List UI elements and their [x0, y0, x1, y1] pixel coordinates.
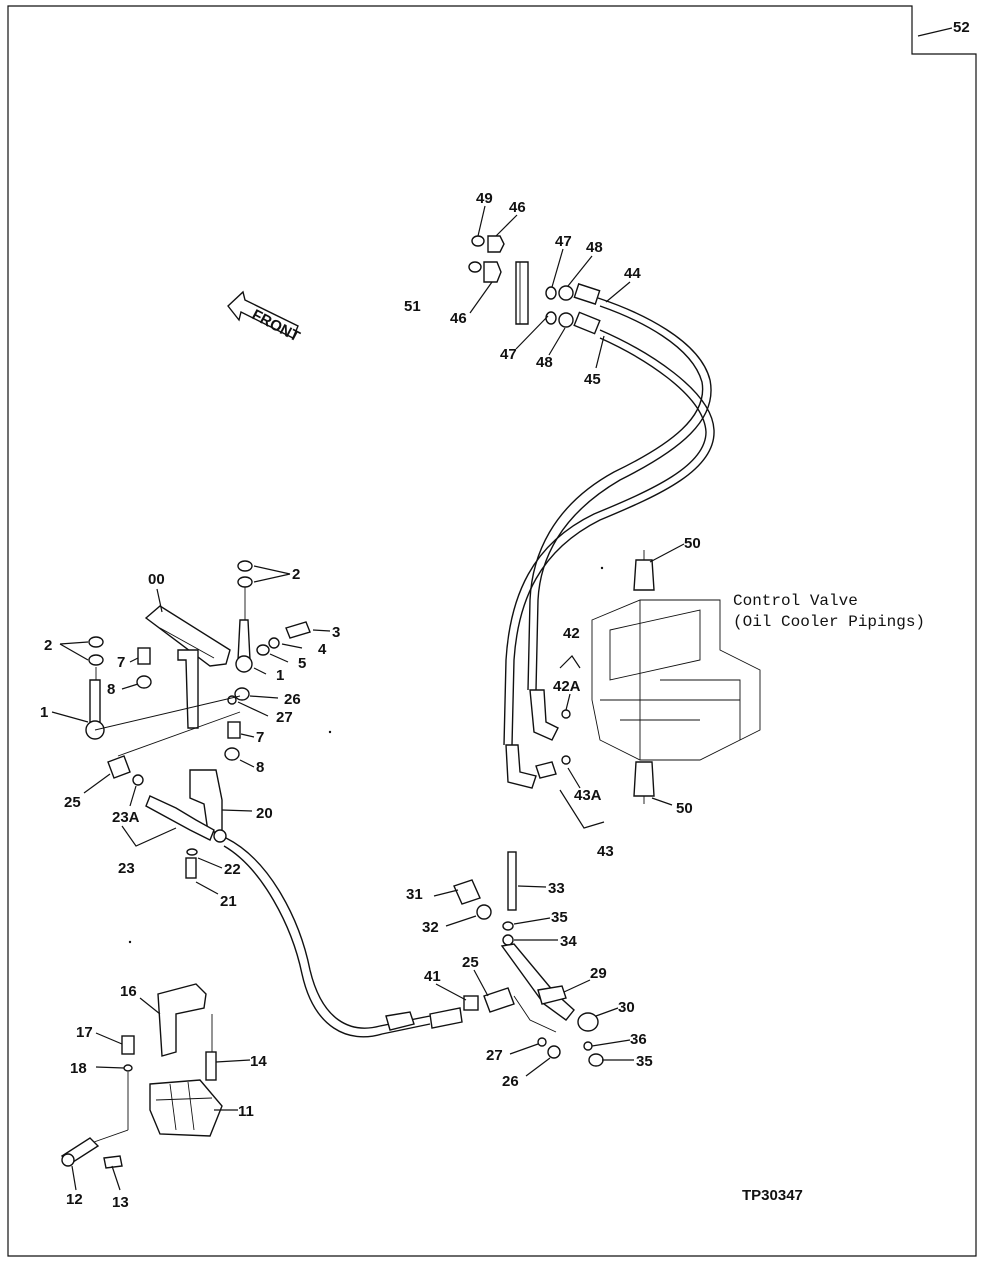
callout-7a: 7 [117, 654, 125, 671]
callout-25a: 25 [64, 794, 81, 811]
hose-45 [511, 329, 715, 746]
callout-41: 41 [424, 968, 441, 985]
callout-36: 36 [630, 1031, 647, 1048]
callout-43A: 43A [574, 787, 602, 804]
callout-48b: 48 [536, 354, 553, 371]
control-valve-note-line2: (Oil Cooler Pipings) [733, 613, 925, 631]
callout-25b: 25 [462, 954, 479, 971]
callout-26b: 26 [502, 1073, 519, 1090]
callout-12: 12 [66, 1191, 83, 1208]
callout-30: 30 [618, 999, 635, 1016]
callout-51: 51 [404, 298, 421, 315]
control-valve-note-line1: Control Valve [733, 592, 858, 610]
callout-1b: 1 [40, 704, 48, 721]
control-valve [591, 550, 761, 804]
callout-7b: 7 [256, 729, 264, 746]
svg-text:FRONT: FRONT [249, 306, 303, 345]
callout-13: 13 [112, 1194, 129, 1211]
callout-32: 32 [422, 919, 439, 936]
callout-49: 49 [476, 190, 493, 207]
callout-11: 11 [238, 1103, 254, 1120]
callout-2b: 2 [44, 637, 52, 654]
callout-14: 14 [250, 1053, 267, 1070]
callout-42: 42 [563, 625, 580, 642]
callout-18: 18 [70, 1060, 87, 1077]
callout-27b: 27 [486, 1047, 503, 1064]
callout-1a: 1 [276, 667, 284, 684]
callout-8b: 8 [256, 759, 264, 776]
mount-bracket-assembly [60, 983, 223, 1169]
callout-46a: 46 [509, 199, 526, 216]
front-arrow-icon: FRONT [227, 290, 303, 346]
speck [600, 566, 604, 570]
speck [328, 730, 332, 734]
callout-43: 43 [597, 843, 614, 860]
callout-20: 20 [256, 805, 273, 822]
control-cable-b [223, 845, 431, 1038]
control-cable [225, 837, 431, 1029]
callout-47a: 47 [555, 233, 572, 250]
callout-50a: 50 [684, 535, 701, 552]
callout-35a: 35 [551, 909, 568, 926]
elbow-42 [529, 689, 559, 741]
leader-lines [51, 205, 685, 1191]
upper-fittings-group [468, 235, 601, 335]
callout-50b: 50 [676, 800, 693, 817]
callout-23A: 23A [112, 809, 140, 826]
callout-23: 23 [118, 860, 135, 877]
hose-44-b [527, 305, 704, 691]
page-border [7, 5, 977, 1257]
callout-45: 45 [584, 371, 601, 388]
pedal-assembly [85, 560, 311, 879]
callout-3: 3 [332, 624, 340, 641]
callout-26a: 26 [284, 691, 301, 708]
callout-4: 4 [318, 641, 327, 658]
callout-46b: 46 [450, 310, 467, 327]
hose-44 [535, 297, 712, 691]
callout-47b: 47 [500, 346, 517, 363]
callout-22: 22 [224, 861, 241, 878]
callout-34: 34 [560, 933, 577, 950]
callout-44: 44 [624, 265, 641, 282]
valve-linkage [453, 851, 604, 1067]
callout-00: 00 [148, 571, 165, 588]
callout-33: 33 [548, 880, 565, 897]
page-number-leader [917, 27, 953, 37]
callout-16: 16 [120, 983, 137, 1000]
elbow-43 [505, 744, 537, 789]
callout-31: 31 [406, 886, 423, 903]
speck [128, 940, 132, 944]
callout-21: 21 [220, 893, 237, 910]
callout-2a: 2 [292, 566, 300, 583]
callout-27a: 27 [276, 709, 293, 726]
callout-42A: 42A [553, 678, 581, 695]
figure-id: TP30347 [742, 1187, 803, 1204]
callout-17: 17 [76, 1024, 93, 1041]
page-number: 52 [953, 19, 970, 36]
callout-8a: 8 [107, 681, 115, 698]
callout-29: 29 [590, 965, 607, 982]
callout-35b: 35 [636, 1053, 653, 1070]
callout-48a: 48 [586, 239, 603, 256]
hose-45-b [503, 337, 707, 746]
callout-5: 5 [298, 655, 306, 672]
callout-labels: 49 46 47 48 44 51 46 47 48 45 00 2 2 3 4… [40, 190, 701, 1211]
